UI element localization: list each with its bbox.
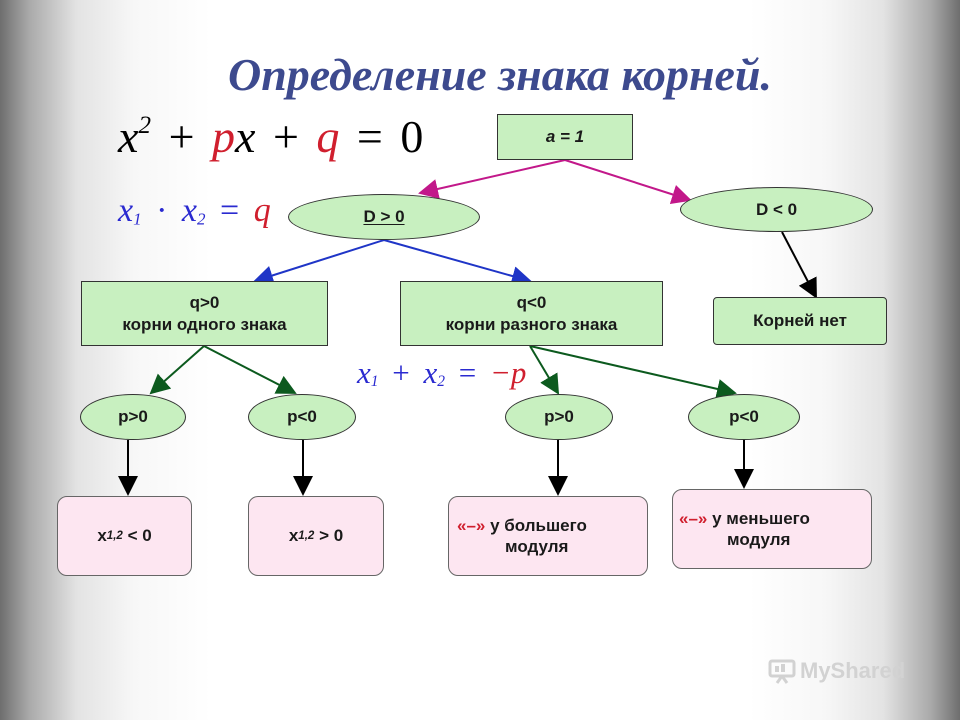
eq-plus-1: +	[168, 111, 195, 162]
node-q-negative-cond: q<0	[516, 293, 547, 313]
quadratic-equation: x2 + px + q = 0	[118, 110, 423, 163]
eq-zero: 0	[400, 111, 424, 162]
eq-plus-2: +	[272, 111, 299, 162]
eq-equals: =	[356, 111, 383, 162]
eq-x: x	[118, 111, 139, 162]
prod-sub2: 2	[197, 209, 206, 229]
r3-text1: у большего	[485, 515, 587, 535]
prod-x1: x	[118, 192, 134, 229]
eq-p: p	[212, 111, 236, 162]
eq-q: q	[316, 111, 340, 162]
r4-text1: у меньшего	[707, 508, 810, 528]
sum-plus: +	[392, 355, 410, 390]
r1-x: x	[97, 526, 107, 546]
r4-quote: «–»	[679, 508, 708, 528]
arrow-qneg-to-p3	[529, 345, 560, 395]
r1-rel: < 0	[122, 526, 152, 546]
watermark: MyShared	[768, 658, 905, 684]
node-d-positive: D > 0	[288, 194, 480, 240]
prod-sub1: 1	[133, 209, 142, 229]
sum-minus: −	[490, 355, 511, 390]
prod-x2: x	[181, 192, 198, 229]
prod-q: q	[253, 192, 271, 229]
r3-line2: модуля	[505, 537, 569, 556]
arrow-qneg-to-p4	[529, 345, 737, 399]
node-p-negative-right: p<0	[688, 394, 800, 440]
arrow-a1-to-dge	[418, 159, 566, 199]
r4-line1: «–» у меньшего	[679, 508, 810, 529]
vieta-product-formula: x1 · x2 = q	[118, 192, 271, 230]
r1-sub: 1,2	[106, 529, 123, 542]
presentation-icon	[768, 659, 796, 684]
sum-sub2: 2	[437, 373, 446, 391]
node-q-positive-text: корни одного знака	[122, 314, 287, 334]
sum-x1: x	[357, 355, 371, 390]
arrow-qpos-to-p1	[149, 345, 205, 395]
r2-rel: > 0	[314, 526, 344, 546]
vieta-sum-formula: x1 + x2 = −p	[357, 355, 526, 391]
r2-x: x	[288, 526, 299, 546]
eq-x2: x	[235, 111, 256, 162]
arrow-dlt-to-noroots	[781, 231, 817, 299]
r3-quote: «–»	[457, 515, 486, 535]
node-no-roots: Корней нет	[713, 297, 887, 345]
result-minus-smaller-modulus: «–» у меньшего модуля	[672, 489, 872, 569]
node-p-positive-right: p>0	[505, 394, 613, 440]
watermark-text: MyShared	[800, 658, 906, 683]
sum-x2: x	[423, 355, 438, 390]
slide-title: Определение знака корней.	[228, 49, 772, 100]
eq-exponent: 2	[138, 111, 152, 140]
arrow-a1-to-dlt	[564, 159, 692, 205]
prod-dot: ·	[156, 192, 168, 229]
r2-sub: 1,2	[298, 529, 315, 542]
arrow-qpos-to-p2	[203, 345, 297, 394]
node-q-positive-cond: q>0	[189, 293, 220, 313]
result-minus-larger-modulus: «–» у большего модуля	[448, 496, 648, 576]
arrow-dge-to-qneg	[383, 239, 532, 286]
node-d-negative: D < 0	[680, 187, 873, 232]
node-p-negative-left: p<0	[248, 394, 356, 440]
prod-equals: =	[220, 192, 240, 229]
r3-line1: «–» у большего	[457, 515, 587, 536]
node-q-negative: q<0 корни разного знака	[400, 281, 663, 346]
node-q-negative-text: корни разного знака	[445, 314, 618, 334]
sum-equals: =	[458, 355, 477, 390]
node-q-positive: q>0 корни одного знака	[81, 281, 328, 346]
sum-p: p	[510, 355, 527, 390]
r4-line2: модуля	[727, 530, 791, 549]
node-d-positive-label: D > 0	[363, 207, 405, 227]
arrow-dge-to-qpos	[253, 239, 385, 286]
sum-sub1: 1	[370, 373, 379, 391]
node-p-positive-left: p>0	[80, 394, 186, 440]
node-a-equals-1: а = 1	[497, 114, 633, 160]
